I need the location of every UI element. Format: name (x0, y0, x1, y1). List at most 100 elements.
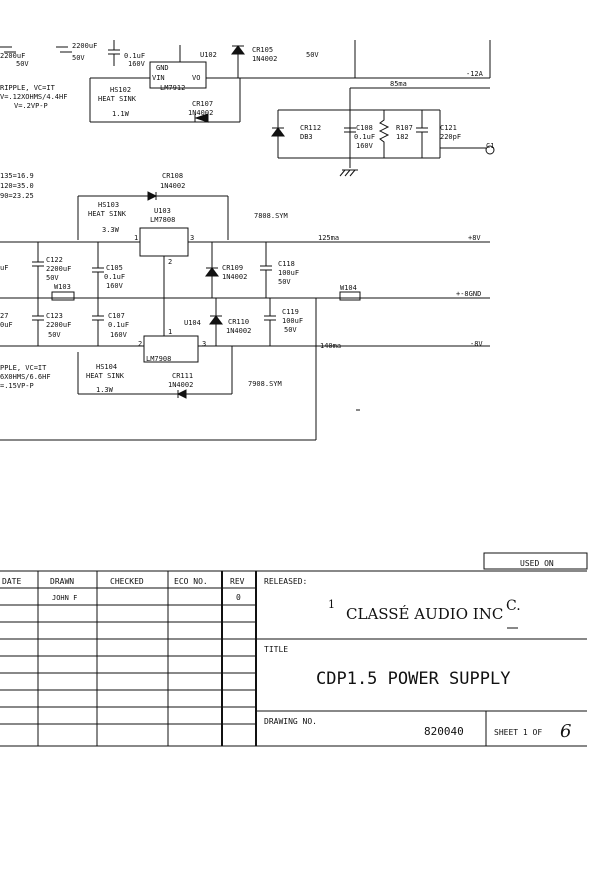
sheet-label: SHEET 1 OF (494, 728, 542, 737)
c108-label: C108 (356, 124, 373, 132)
used-on-label: USED ON (520, 559, 554, 568)
revision-value: 0 (236, 593, 241, 602)
hs103-power: 3.3W (102, 226, 120, 234)
company-num: 1 (328, 598, 335, 611)
cr112-label: CR112 (300, 124, 321, 132)
cap-top1-voltage: 160V (128, 60, 146, 68)
drawing-number: 820040 (424, 725, 464, 738)
ripple1-line1: RIPPLE, VC=IT (0, 84, 56, 92)
r107-label: R107 (396, 124, 413, 132)
lm7908-label: LM7908 (146, 355, 171, 363)
cr108-label: CR108 (162, 172, 183, 180)
top-voltage-50: 50V (306, 51, 319, 59)
hs104-heatsink: HEAT SINK (86, 372, 125, 380)
cr111-part: 1N4002 (168, 381, 193, 389)
w104-label: W104 (340, 284, 357, 292)
cr109-label: CR109 (222, 264, 243, 272)
header-checked: CHECKED (110, 577, 144, 586)
ripple1-line3: V=.2VP-P (14, 102, 48, 110)
db3-label: DB3 (300, 133, 313, 141)
c105-voltage: 160V (106, 282, 124, 290)
u103-pin2: 2 (168, 258, 172, 266)
c1-connector: C1 (486, 142, 494, 150)
company-name: CLASSÉ AUDIO INC (346, 605, 503, 623)
c119-label: C119 (282, 308, 299, 316)
u102-vo: VO (192, 74, 200, 82)
calc-line2: 120=35.0 (0, 182, 34, 190)
drawing-title: CDP1.5 POWER SUPPLY (316, 669, 510, 689)
calc-line1: 135=16.9 (0, 172, 34, 180)
cap-left2-voltage: 50V (72, 54, 85, 62)
hs104-label: HS104 (96, 363, 117, 371)
c108-voltage: 160V (356, 142, 374, 150)
cap-left-low-value: 0uF (0, 321, 13, 329)
u102-label: U102 (200, 51, 217, 59)
header-eco: ECO NO. (174, 577, 208, 586)
c123-voltage: 50V (48, 331, 61, 339)
cr110-part: 1N4002 (226, 327, 251, 335)
c121-value: 220pF (440, 133, 461, 141)
ripple2-line2: 6X0HMS/6.6HF (0, 373, 51, 381)
drawn-by: JOHN F (52, 594, 77, 602)
u103-pin1: 1 (134, 234, 138, 242)
c122-voltage: 50V (46, 274, 59, 282)
cap-left-voltage: 50V (16, 60, 29, 68)
w103-label: W103 (54, 283, 71, 291)
hs104-power: 1.3W (96, 386, 114, 394)
c108-value: 0.1uF (354, 133, 375, 141)
released-label: RELEASED: (264, 577, 307, 586)
c119-value: 100uF (282, 317, 303, 325)
cap-top1-value: 0.1uF (124, 52, 145, 60)
u104-label: U104 (184, 319, 201, 327)
cap-left2-value: 2200uF (72, 42, 97, 50)
cr-top-label: CR105 (252, 46, 273, 54)
rail-minus12: -12A (466, 70, 484, 78)
cr-top-part: 1N4002 (252, 55, 277, 63)
cr110-label: CR110 (228, 318, 249, 326)
cr108-part: 1N4002 (160, 182, 185, 190)
c118-label: C118 (278, 260, 295, 268)
lm7912-label: LM7912 (160, 84, 185, 92)
cr107-part: 1N4002 (188, 109, 213, 117)
u102-vin: VIN (152, 74, 165, 82)
c123-label: C123 (46, 312, 63, 320)
cr111-label: CR111 (172, 372, 193, 380)
drawing-no-label: DRAWING NO. (264, 717, 317, 726)
c118-voltage: 50V (278, 278, 291, 286)
c107-label: C107 (108, 312, 125, 320)
current-125ma: 125ma (318, 234, 339, 242)
u104-pin3: 3 (202, 340, 206, 348)
hs102-heatsink: HEAT SINK (98, 95, 137, 103)
c118-value: 100uF (278, 269, 299, 277)
header-rev: REV (230, 577, 245, 586)
ripple1-line2: V=.12XOHMS/4.4HF (0, 93, 67, 101)
ground-label: +-8GND (456, 290, 481, 298)
c107-voltage: 160V (110, 331, 128, 339)
cap-left-low: 27 (0, 312, 8, 320)
sheet-total: 6 (560, 721, 571, 742)
ripple2-line1: PPLE, VC=IT (0, 364, 47, 372)
lm7808-label: LM7808 (150, 216, 175, 224)
hs103-heatsink: HEAT SINK (88, 210, 127, 218)
c105-label: C105 (106, 264, 123, 272)
c122-value: 2200uF (46, 265, 71, 273)
header-date: DATE (2, 577, 21, 586)
c122-label: C122 (46, 256, 63, 264)
title-label: TITLE (264, 645, 288, 654)
ripple2-line3: =.15VP-P (0, 382, 34, 390)
cr107-label: CR107 (192, 100, 213, 108)
cr109-part: 1N4002 (222, 273, 247, 281)
c119-voltage: 50V (284, 326, 297, 334)
u104-pin1: 1 (168, 328, 172, 336)
c121-label: C121 (440, 124, 457, 132)
current-85ma: 85ma (390, 80, 407, 88)
c105-value: 0.1uF (104, 273, 125, 281)
sym-7808: 7808.SYM (254, 212, 288, 220)
c107-value: 0.1uF (108, 321, 129, 329)
u103-pin3: 3 (190, 234, 194, 242)
sym-7908: 7908.SYM (248, 380, 282, 388)
company-mark: C. (506, 598, 521, 614)
r107-value: 182 (396, 133, 409, 141)
